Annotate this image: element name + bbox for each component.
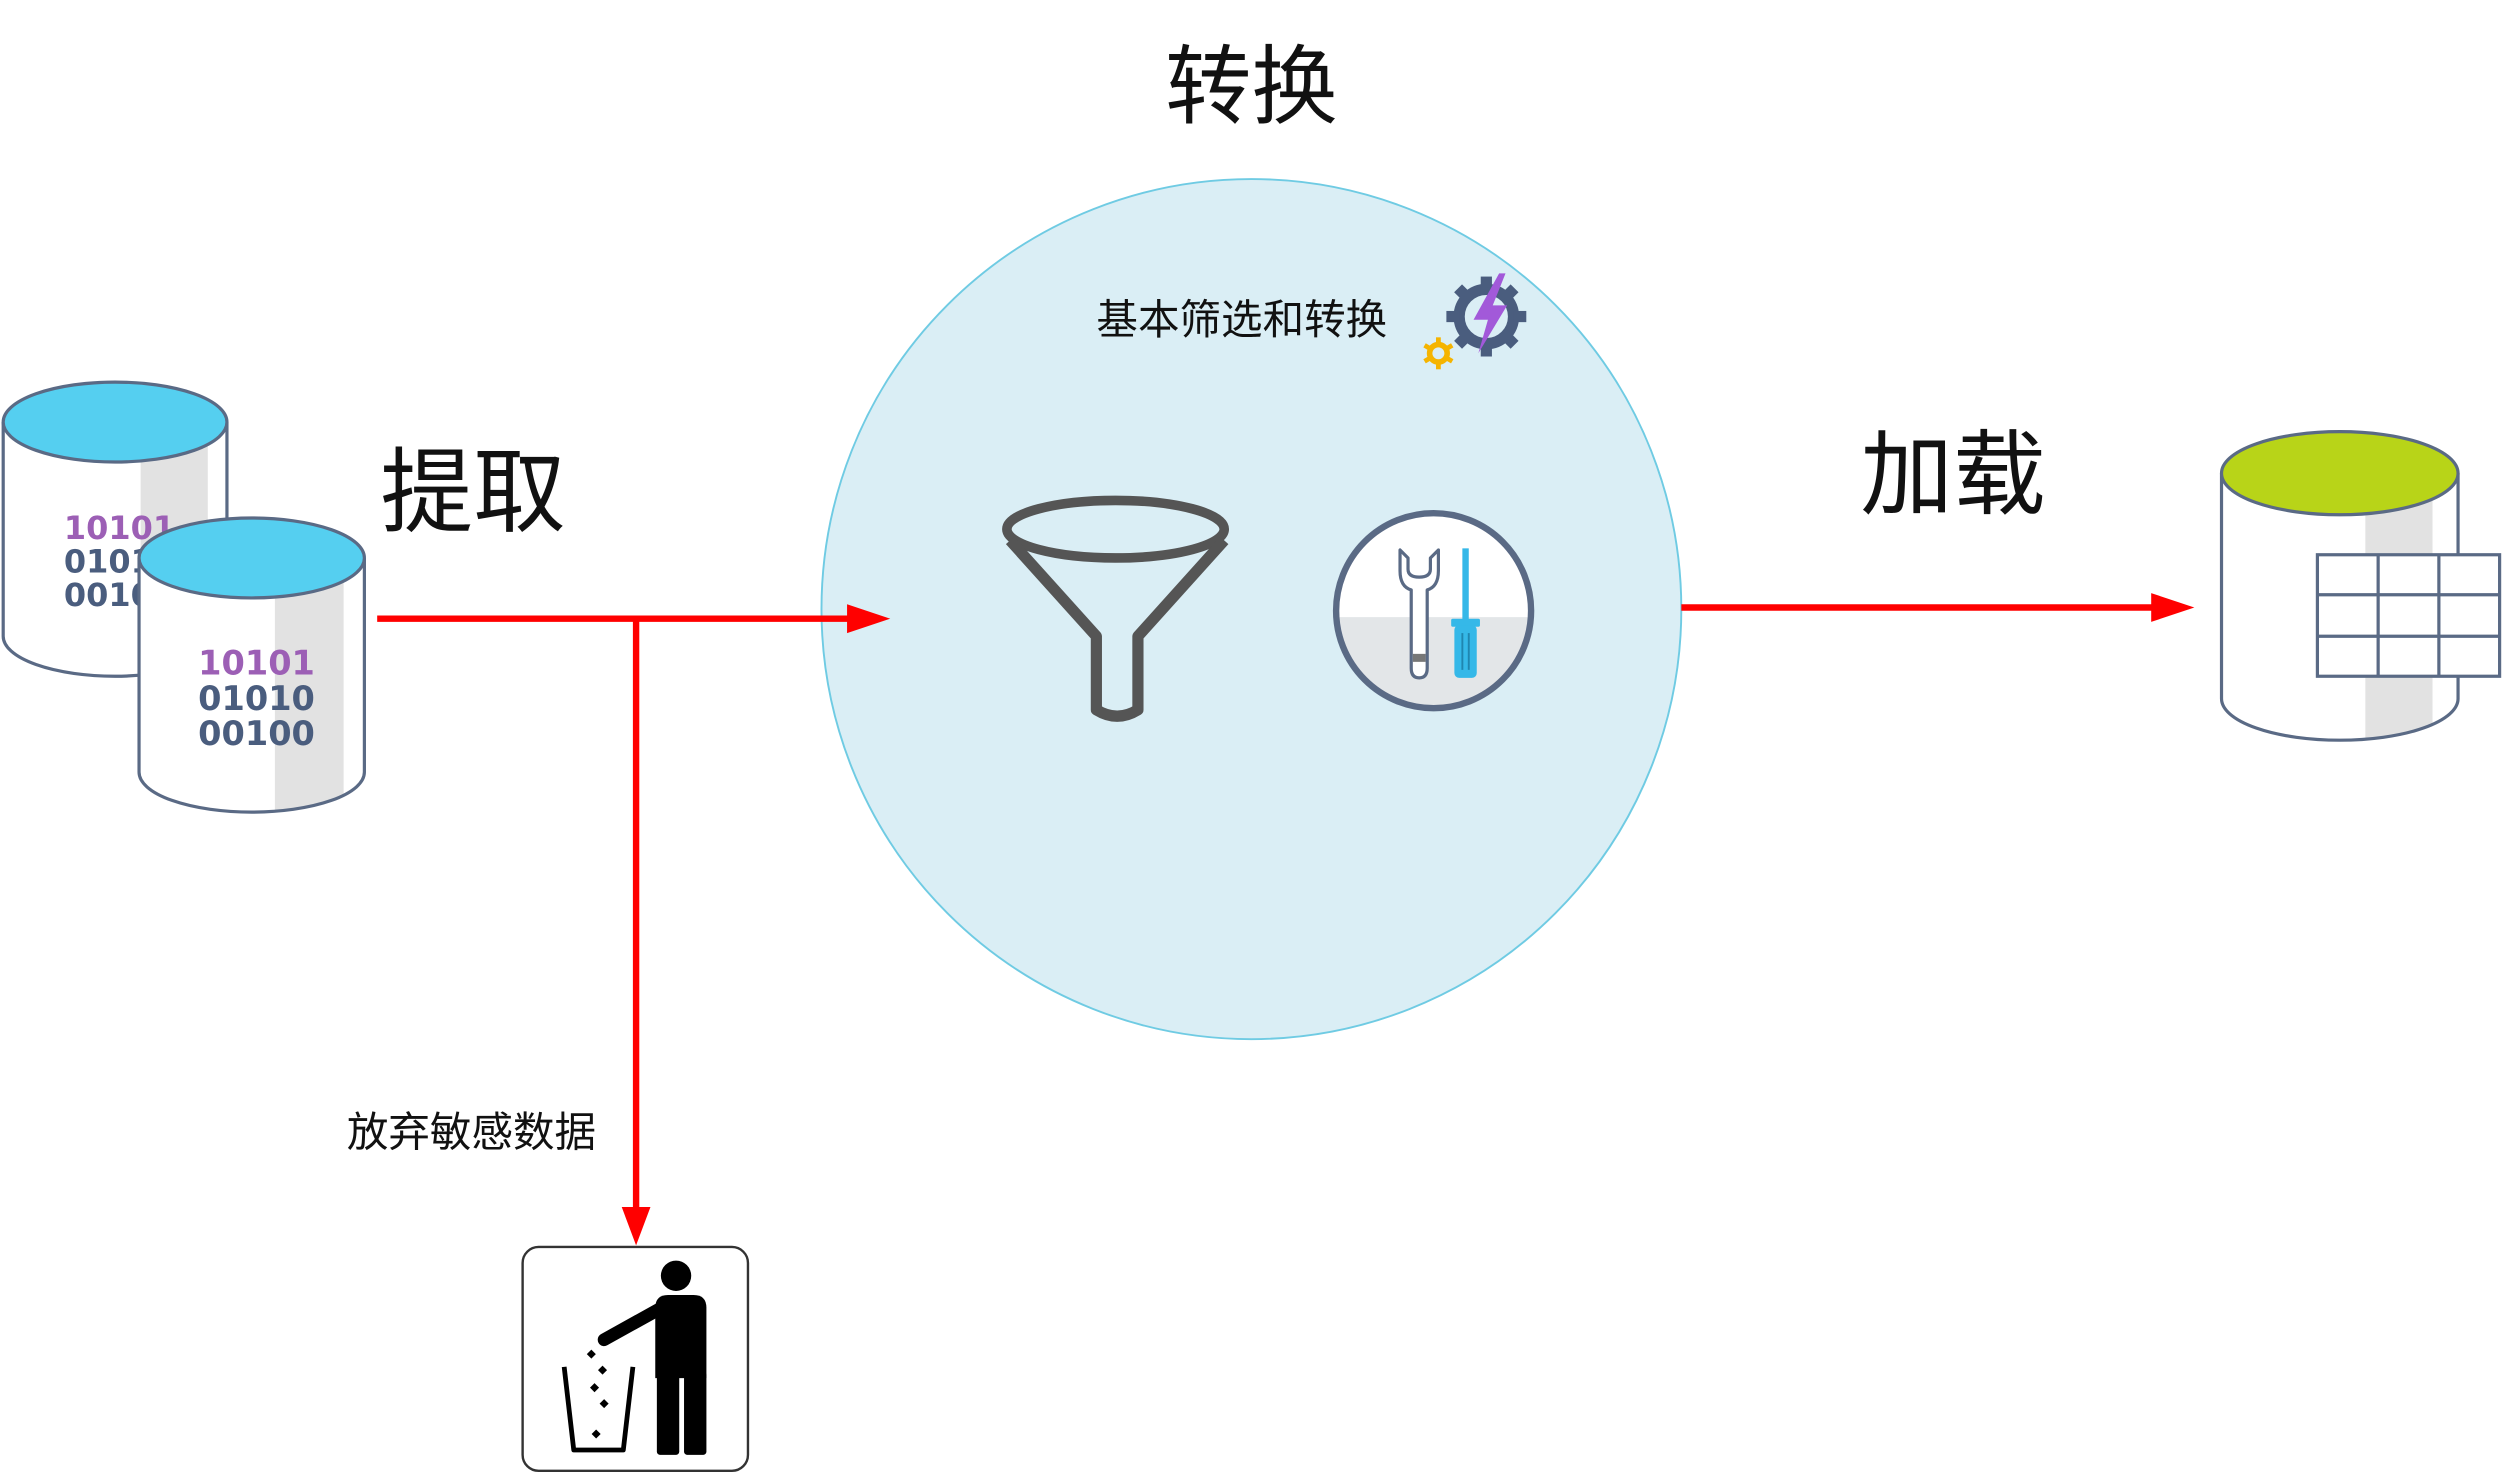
trash-can [561,1366,636,1453]
falling-litter [599,1399,609,1409]
person-arm [597,1301,669,1347]
screwdriver-shaft [1462,548,1469,622]
discard-label: 放弃敏感数据 [347,1107,596,1156]
binary-row: 10101 [198,644,315,683]
person-head [660,1260,692,1291]
transform-caption: 基本筛选和转换 [1096,295,1387,344]
gear-tooth [1501,284,1519,302]
gear-tooth [1513,310,1527,323]
screwdriver-icon [1451,548,1480,678]
cylinder-top [1,380,229,464]
person-leg [656,1371,680,1455]
lightning-icon [1473,273,1508,354]
gear-tooth [1446,310,1460,323]
cylinder-outline [137,557,366,814]
funnel-body [1005,536,1229,722]
screwdriver-handle [1454,625,1477,678]
person-torso [655,1294,707,1379]
cylinder-shade [274,557,344,813]
trash-icon-frame [521,1245,750,1473]
wrench-icon [1398,548,1440,680]
cylinder-outline [2219,473,2460,742]
tools-circle-outline [1332,509,1535,712]
extract-arrow-head [847,604,891,634]
table-database-icon [2219,430,2502,742]
small-gear-tooth [1435,337,1441,344]
gear-tooth [1501,331,1519,349]
small-gear-icon [1423,337,1454,370]
tools-circle-shade [1336,617,1531,709]
funnel-rim [1002,495,1230,563]
screwdriver-guard [1451,618,1480,627]
discard-arrow-head [621,1207,651,1246]
person-leg [684,1371,707,1455]
small-gear-tooth [1445,356,1454,364]
falling-litter [598,1365,608,1375]
wrench-screwdriver-icon [1332,509,1535,712]
load-label: 加载 [1860,421,2045,529]
source-database-front: 10101 01010 00100 [137,516,366,814]
cylinder-top [2219,430,2460,517]
load-arrow [1681,593,2195,622]
load-arrow-head [2151,593,2195,622]
gear-tooth [1454,284,1472,302]
wrench-band [1412,653,1426,662]
gear-tooth [1454,331,1472,349]
transform-title: 转换 [1165,38,1338,138]
binary-database-icon: 10101 01010 00100 10101 01010 00100 [1,380,366,814]
discard-arrow [621,615,651,1246]
cylinder-top [137,516,366,600]
small-gear-tooth [1445,343,1454,351]
gear-tooth [1480,343,1492,357]
table-grid-icon [2315,553,2502,678]
extract-arrow [377,604,891,634]
table-grid-frame [2315,553,2502,678]
small-gear-tooth [1423,356,1432,364]
gear-lightning-icon [1446,273,1527,357]
extract-label: 提取 [380,438,565,546]
gear-tooth [1480,276,1492,290]
funnel-icon [1002,495,1230,722]
small-gear-tooth [1423,343,1432,351]
binary-row: 00100 [198,714,315,753]
falling-litter [590,1383,600,1393]
binary-row: 01010 [198,679,315,718]
small-gear-tooth [1435,362,1441,370]
small-gear-ring [1426,341,1450,365]
trash-person-icon [521,1245,750,1473]
